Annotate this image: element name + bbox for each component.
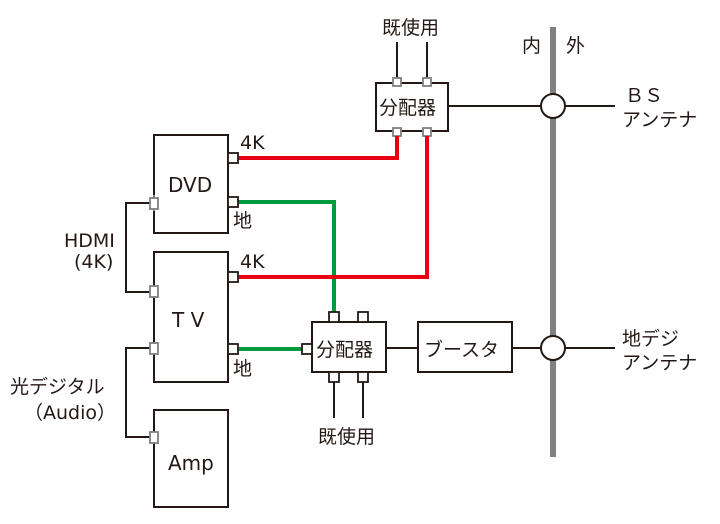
wall-inside-label: 内 xyxy=(522,35,541,57)
tv-box xyxy=(153,251,229,383)
bs-antenna-label-line2: アンテナ xyxy=(622,109,697,131)
top-splitter-unused-label: 既使用 xyxy=(382,17,439,39)
tv-optical-port xyxy=(149,342,159,355)
dvd-terrestrial-port xyxy=(227,196,239,208)
dvd-hdmi-port xyxy=(149,197,159,210)
dvd-box xyxy=(153,134,229,234)
bottom-splitter-box xyxy=(311,321,387,373)
bottom-splitter-port-top-1 xyxy=(328,311,340,323)
amp-box xyxy=(153,409,229,508)
tv-4k-port-label: 4K xyxy=(240,251,265,273)
amp-label: Amp xyxy=(168,451,214,475)
bs-antenna-label-line1: ＢＳ xyxy=(625,85,663,107)
bottom-splitter-unused-label: 既使用 xyxy=(318,426,375,448)
bottom-splitter-port-top-2 xyxy=(357,311,369,323)
hdmi-label-line2: (4K) xyxy=(74,251,113,273)
tv-4k-port xyxy=(227,271,239,283)
top-splitter-box xyxy=(375,82,449,132)
top-splitter-port-top-2 xyxy=(422,77,432,87)
bottom-splitter-port-bottom-1 xyxy=(328,371,340,383)
booster-box xyxy=(417,321,513,373)
bottom-splitter-label: 分配器 xyxy=(316,339,373,361)
dvd-terrestrial-port-label: 地 xyxy=(233,210,252,232)
hdmi-label-line1: HDMI xyxy=(64,230,115,252)
bottom-splitter-port-bottom-2 xyxy=(357,371,369,383)
dvd-4k-port-label: 4K xyxy=(240,132,265,154)
optical-label-line2: （Audio） xyxy=(24,402,116,424)
tv-terrestrial-port-label: 地 xyxy=(233,358,252,380)
dvd-4k-red-cable xyxy=(237,136,399,160)
wall-outside-label: 外 xyxy=(566,35,585,57)
amp-optical-port xyxy=(149,431,159,444)
tv-label: T V xyxy=(171,308,205,332)
top-splitter-port-top-1 xyxy=(392,77,402,87)
terrestrial-antenna-label-line2: アンテナ xyxy=(622,352,697,374)
tv-terrestrial-port xyxy=(227,343,239,355)
top-splitter-label: 分配器 xyxy=(379,97,436,119)
booster-label: ブースタ xyxy=(424,338,499,361)
bs-wall-jack xyxy=(540,93,566,119)
dvd-terrestrial-green-cable xyxy=(237,200,336,318)
terrestrial-wall-jack xyxy=(540,335,566,361)
tv-4k-red-cable xyxy=(237,136,429,279)
bottom-splitter-port-left xyxy=(301,343,313,355)
hdmi-cable xyxy=(125,202,150,293)
dvd-label: DVD xyxy=(168,173,212,197)
terrestrial-antenna-label-line1: 地デジ xyxy=(622,328,679,350)
optical-cable xyxy=(125,347,150,438)
optical-label-line1: 光デジタル xyxy=(10,376,105,398)
tv-hdmi-port xyxy=(149,285,159,298)
top-splitter-port-bottom-2 xyxy=(422,127,432,137)
dvd-4k-port xyxy=(227,152,239,164)
top-splitter-port-bottom-1 xyxy=(392,127,402,137)
